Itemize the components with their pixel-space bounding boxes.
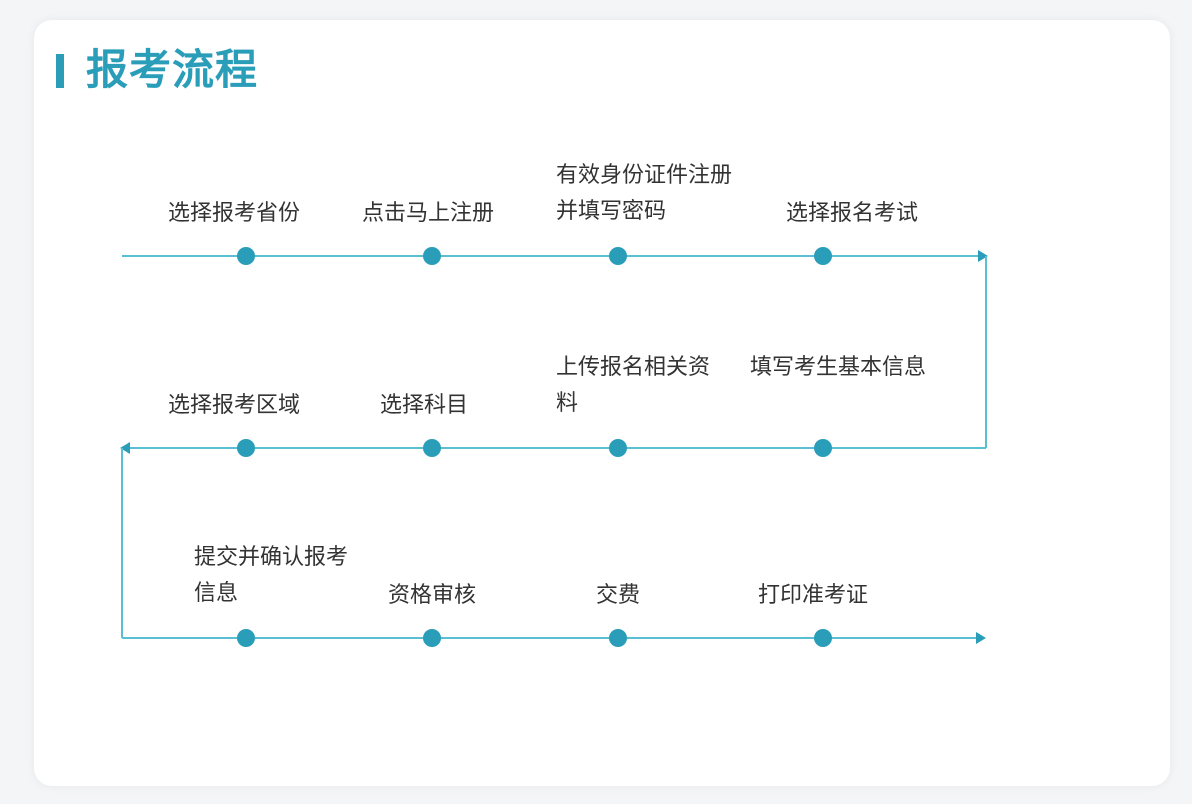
- step-label-3-1: 提交并确认报考信息: [194, 545, 349, 606]
- page-title: 报考流程: [86, 45, 259, 94]
- step-label-2-2: 选择科目: [380, 393, 469, 418]
- step-dot-2-4: [814, 439, 832, 457]
- step-dot-3-3: [609, 629, 627, 647]
- step-dot-1-2: [423, 247, 441, 265]
- step-dot-3-1: [237, 629, 255, 647]
- step-label-1-4: 选择报名考试: [786, 201, 919, 226]
- step-label-3-4: 打印准考证: [758, 583, 869, 608]
- step-label-3-2: 资格审核: [388, 583, 477, 608]
- step-dot-3-2: [423, 629, 441, 647]
- step-label-2-4: 填写考生基本信息: [750, 355, 927, 380]
- title-accent-bar: [56, 54, 64, 88]
- row-2-arrowhead: [120, 442, 130, 454]
- step-label-1-3: 有效身份证件注册并填写密码: [556, 163, 733, 224]
- row-1-arrowhead: [978, 250, 988, 262]
- row-3-arrowhead: [976, 632, 986, 644]
- step-dot-1-3: [609, 247, 627, 265]
- step-dot-1-1: [237, 247, 255, 265]
- step-label-2-3: 上传报名相关资料: [556, 355, 711, 416]
- step-dot-2-2: [423, 439, 441, 457]
- step-label-1-1: 选择报考省份: [168, 201, 301, 226]
- step-label-3-3: 交费: [596, 583, 641, 608]
- step-dot-1-4: [814, 247, 832, 265]
- step-label-1-2: 点击马上注册: [362, 201, 495, 226]
- step-dot-2-3: [609, 439, 627, 457]
- step-label-2-1: 选择报考区域: [168, 393, 301, 418]
- step-dot-2-1: [237, 439, 255, 457]
- step-dot-3-4: [814, 629, 832, 647]
- content-card: [34, 20, 1170, 786]
